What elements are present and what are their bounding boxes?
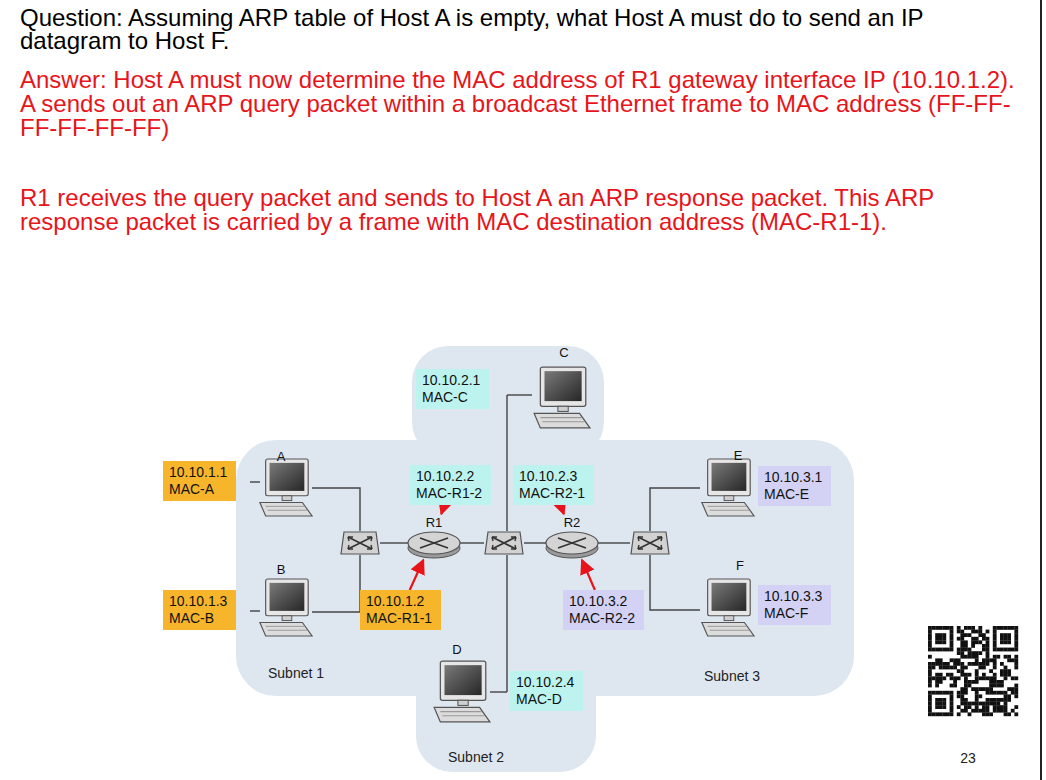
router-node: R2 xyxy=(544,514,600,560)
ip-address: 10.10.2.1 xyxy=(422,372,483,389)
ip-address: 10.10.2.4 xyxy=(516,674,577,691)
subnet-label: Subnet 2 xyxy=(448,749,504,765)
ip-address: 10.10.1.1 xyxy=(169,464,230,481)
address-box: 10.10.1.1MAC-A xyxy=(163,461,236,501)
page-number: 23 xyxy=(960,750,976,766)
host-letter: A xyxy=(277,449,286,465)
pointer-arrow xyxy=(582,560,595,590)
address-box: 10.10.1.2MAC-R1-1 xyxy=(360,590,441,630)
subnet-label: Subnet 1 xyxy=(268,665,324,681)
host-letter: D xyxy=(452,642,461,658)
question-title: Question: Assuming ARP table of Host A i… xyxy=(20,6,1020,52)
host-letter: F xyxy=(736,558,744,574)
mac-address: MAC-D xyxy=(516,691,577,708)
ip-address: 10.10.1.2 xyxy=(366,593,435,610)
pointer-arrow xyxy=(441,505,444,514)
router-label: R1 xyxy=(406,515,462,530)
address-box: 10.10.3.2MAC-R2-2 xyxy=(563,590,644,630)
ip-address: 10.10.3.3 xyxy=(764,588,825,605)
mac-address: MAC-R2-2 xyxy=(569,610,638,627)
host-letter: E xyxy=(734,448,743,464)
ip-address: 10.10.3.1 xyxy=(764,469,825,486)
address-box: 10.10.2.1MAC-C xyxy=(416,369,489,409)
host-letter: C xyxy=(559,345,568,361)
ip-address: 10.10.2.3 xyxy=(519,468,588,485)
address-box: 10.10.1.3MAC-B xyxy=(163,590,236,630)
ip-address: 10.10.1.3 xyxy=(169,593,230,610)
mac-address: MAC-C xyxy=(422,389,483,406)
mac-address: MAC-B xyxy=(169,610,230,627)
ip-address: 10.10.3.2 xyxy=(569,593,638,610)
address-box: 10.10.2.4MAC-D xyxy=(510,671,583,711)
mac-address: MAC-F xyxy=(764,605,825,622)
mac-address: MAC-R1-2 xyxy=(416,485,485,502)
ip-address: 10.10.2.2 xyxy=(416,468,485,485)
mac-address: MAC-R1-1 xyxy=(366,610,435,627)
address-box: 10.10.3.3MAC-F xyxy=(758,585,831,625)
answer-text: R1 receives the query packet and sends t… xyxy=(20,186,1020,234)
mac-address: MAC-E xyxy=(764,486,825,503)
pointer-arrow xyxy=(410,560,424,590)
subnet-label: Subnet 3 xyxy=(704,668,760,684)
host-letter: B xyxy=(277,562,286,578)
mac-address: MAC-A xyxy=(169,481,230,498)
router-label: R2 xyxy=(544,515,600,530)
address-box: 10.10.2.2MAC-R1-2 xyxy=(410,465,491,505)
router-node: R1 xyxy=(406,514,462,560)
pointer-arrow xyxy=(561,505,564,514)
answer-text: Answer: Host A must now determine the MA… xyxy=(20,68,1020,140)
address-box: 10.10.3.1MAC-E xyxy=(758,466,831,506)
address-box: 10.10.2.3MAC-R2-1 xyxy=(513,465,594,505)
mac-address: MAC-R2-1 xyxy=(519,485,588,502)
